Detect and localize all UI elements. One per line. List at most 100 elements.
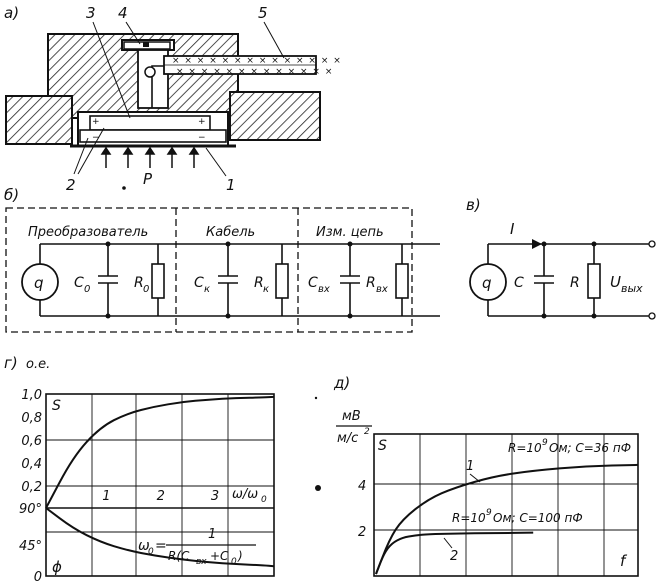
- chart-g-x-tick-3: 3: [211, 489, 219, 504]
- output-voltage-label: U: [610, 273, 621, 291]
- chart-d-note-2-a: R=10: [452, 511, 486, 525]
- chart-d-note-1-b: Ом; C=36 пФ: [549, 441, 631, 455]
- chart-d-curve-1-leader: [469, 473, 481, 483]
- chart-d-grid: [374, 434, 638, 576]
- piezo-charge-marks-4: −: [198, 133, 206, 143]
- callout-4-leader: [125, 21, 141, 45]
- piezo-charge-marks-2: +: [198, 117, 206, 127]
- chart-d-note-2-b: Ом; C=100 пФ: [493, 511, 583, 525]
- ck-sub: к: [204, 284, 210, 295]
- chart-g-frame: [45, 393, 275, 577]
- callout-3: 3: [86, 4, 96, 22]
- chart-g-y-tick-1: 0,8: [21, 411, 42, 426]
- cable-shield-marks-2: × × × × × × × × × × × × ×: [176, 67, 333, 77]
- section-cable: Кабель: [206, 225, 255, 240]
- circuit-b: б) Преобразователь Кабель Изм. цепь q C …: [4, 186, 440, 333]
- chart-d-curve-1-id: 1: [466, 459, 474, 474]
- res-r-label: R: [570, 275, 580, 291]
- chart-g-unit: о.е.: [26, 357, 50, 372]
- chart-g-x-tick-1: 1: [102, 489, 110, 504]
- base-plate: [79, 129, 227, 143]
- chart-g-y-tick-5: 90°: [19, 502, 42, 517]
- charge-source-v: [469, 263, 507, 301]
- chart-d-x-label: f: [620, 552, 628, 570]
- panel-label-g: г): [4, 354, 18, 372]
- output-voltage-sub: вых: [621, 282, 643, 295]
- chart-d-curve-2: [375, 531, 534, 575]
- connector-pin: [143, 42, 149, 47]
- capacitor-ck: [218, 244, 238, 316]
- current-label: I: [510, 220, 515, 238]
- chart-g-s-label: S: [52, 398, 61, 414]
- formula-den-sub2: 0: [231, 557, 237, 567]
- chart-g-x-label: ω/ω: [232, 487, 258, 502]
- c0-sub: 0: [84, 284, 90, 295]
- panel-label-d: д): [333, 374, 350, 392]
- sensor-drawing: а) × × × × × × × × × × × × × × × × × × ×…: [4, 4, 342, 194]
- chart-d-note-1-exp: 9: [542, 438, 548, 448]
- formula-den-sub1: вх: [196, 557, 207, 567]
- panel-label-v: в): [466, 196, 481, 214]
- chart-g-y-tick-7: 0: [34, 570, 42, 584]
- scan-dot-3: [314, 396, 318, 400]
- cvh-main: C: [308, 275, 318, 291]
- capacitor-c: [534, 244, 554, 316]
- chart-g-x-label-sub: 0: [261, 495, 267, 505]
- callout-2-leader-b: [77, 127, 105, 175]
- wire-joint: [144, 66, 156, 78]
- c0-main: C: [74, 275, 84, 291]
- formula-eq: =: [155, 538, 167, 554]
- chart-g-phi-curve: [45, 507, 275, 568]
- piezo-element: [89, 115, 211, 131]
- circuit-v: в) q I C R U вых: [466, 196, 656, 320]
- force-arrows: [100, 146, 200, 168]
- callout-2: 2: [66, 176, 76, 194]
- chart-g-grid: [46, 394, 274, 576]
- mount-left: [5, 95, 73, 145]
- resistor-r: [587, 244, 601, 316]
- section-measure: Изм. цепь: [316, 225, 384, 240]
- callout-3-leader: [92, 21, 131, 119]
- chart-g-y-tick-labels: 1,00,80,60,40,290°45°0: [19, 388, 42, 584]
- callout-1-leader: [205, 147, 227, 177]
- chart-d-s-label: S: [378, 438, 387, 454]
- formula-den-mid: +C: [210, 549, 229, 563]
- current-arrow: [532, 239, 542, 249]
- formula-numerator: 1: [208, 527, 216, 542]
- callout-4: 4: [118, 4, 128, 22]
- r0-sub: 0: [143, 284, 149, 295]
- panel-label-b: б): [4, 186, 19, 204]
- chart-d-unit-exp: 2: [364, 427, 370, 437]
- chart-d-curve-1: [375, 463, 639, 575]
- circuit-b-dashed-frame: [5, 207, 413, 333]
- chart-d-y-tick-4: 4: [358, 479, 366, 494]
- rvh-sub: вх: [376, 284, 388, 295]
- chart-g-s-curve: [45, 395, 275, 509]
- resistor-r0: [151, 244, 165, 316]
- resistor-rk: [275, 244, 289, 316]
- junction-dots-v: [541, 241, 597, 319]
- ck-main: C: [194, 275, 204, 291]
- piezo-charge-marks-3: −: [92, 133, 100, 143]
- callout-2-leader-a: [73, 137, 89, 175]
- chart-g-y-tick-0: 1,0: [21, 388, 42, 403]
- r0-main: R: [134, 275, 144, 291]
- force-label: P: [143, 170, 153, 188]
- chart-d-curve-2-id: 2: [450, 549, 458, 564]
- cable-shield-marks: × × × × × × × × × × × × × ×: [172, 56, 342, 66]
- rvh-main: R: [366, 275, 376, 291]
- chart-d-frame: [373, 433, 639, 577]
- charge-source-b-label: q: [34, 274, 44, 292]
- rk-sub: к: [263, 284, 269, 295]
- capacitor-c0: [98, 244, 118, 316]
- mount-right: [229, 91, 321, 141]
- section-converter: Преобразователь: [28, 225, 148, 240]
- chart-d-note-2-exp: 9: [486, 508, 492, 518]
- output-terminal-top: [648, 240, 656, 248]
- chart-d-note-1-a: R=10: [508, 441, 542, 455]
- charge-source-b: [21, 263, 59, 301]
- chart-d-unit-bottom: м/с: [337, 431, 358, 446]
- chart-g-x-tick-2: 2: [157, 489, 165, 504]
- chart-g-y-tick-3: 0,4: [21, 457, 42, 472]
